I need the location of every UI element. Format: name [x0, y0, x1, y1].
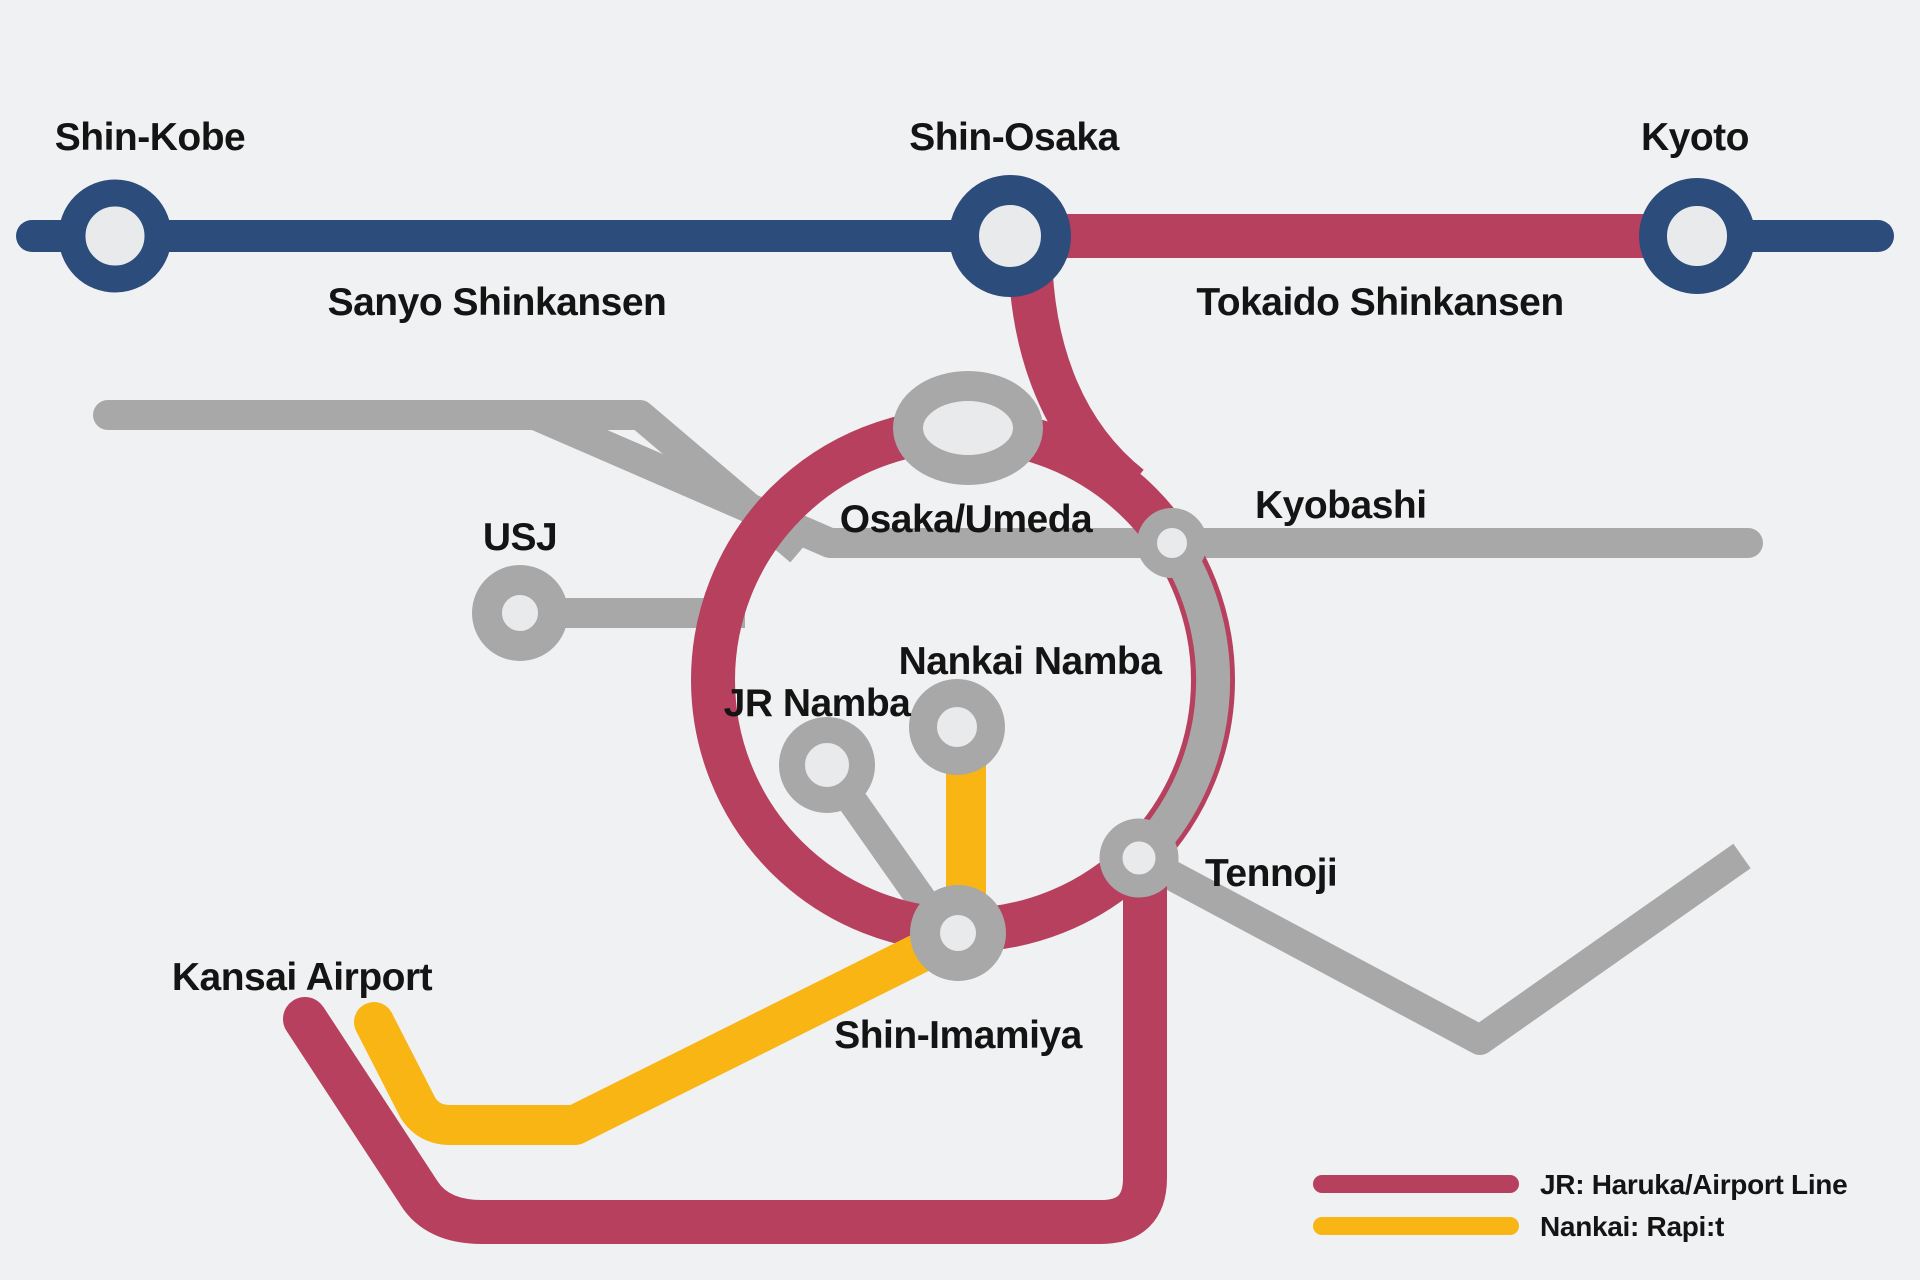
station-label-tennoji: Tennoji — [1205, 852, 1337, 895]
station-label-nankai-namba: Nankai Namba — [899, 640, 1163, 683]
station-label-shin-osaka: Shin-Osaka — [909, 116, 1119, 159]
line-label-tokaido-shinkansen: Tokaido Shinkansen — [1196, 281, 1563, 324]
station-marker-shin-osaka — [949, 175, 1071, 297]
station-markers — [58, 175, 1755, 981]
station-label-shin-kobe: Shin-Kobe — [55, 116, 245, 159]
station-marker-nankai-namba — [909, 679, 1005, 775]
legend-label-nankai-rapit: Nankai: Rapi:t — [1540, 1211, 1724, 1242]
station-labels: Shin-Kobe Shin-Osaka Kyoto Sanyo Shinkan… — [55, 116, 1750, 1057]
station-marker-osaka-umeda — [893, 371, 1043, 485]
station-label-shin-imamiya: Shin-Imamiya — [834, 1014, 1082, 1057]
station-marker-kyoto — [1639, 178, 1755, 294]
station-marker-shin-kobe — [58, 179, 172, 293]
legend-label-jr-haruka: JR: Haruka/Airport Line — [1540, 1169, 1847, 1200]
station-label-kyoto: Kyoto — [1641, 116, 1749, 159]
station-marker-shin-imamiya — [910, 885, 1006, 981]
osaka-loop-gray-arc — [1126, 533, 1231, 871]
station-marker-tennoji — [1099, 818, 1179, 898]
umeda-branch-line — [535, 400, 810, 563]
station-label-jr-namba: JR Namba — [724, 682, 912, 725]
station-label-kyobashi: Kyobashi — [1255, 484, 1427, 527]
kobe-kyobashi-line — [93, 400, 1763, 558]
rapit-line — [354, 694, 986, 1145]
station-marker-usj — [472, 565, 568, 661]
legend: JR: Haruka/Airport Line Nankai: Rapi:t — [1313, 1169, 1848, 1242]
station-label-osaka-umeda: Osaka/Umeda — [840, 498, 1093, 541]
station-label-usj: USJ — [483, 516, 557, 559]
tennoji-east-zigzag-line — [1131, 843, 1751, 1055]
haruka-airport-branch — [283, 830, 1167, 1244]
station-marker-kyobashi — [1137, 508, 1207, 578]
station-label-kansai-airport: Kansai Airport — [172, 956, 433, 999]
station-marker-jr-namba — [779, 717, 875, 813]
line-label-sanyo-shinkansen: Sanyo Shinkansen — [328, 281, 667, 324]
